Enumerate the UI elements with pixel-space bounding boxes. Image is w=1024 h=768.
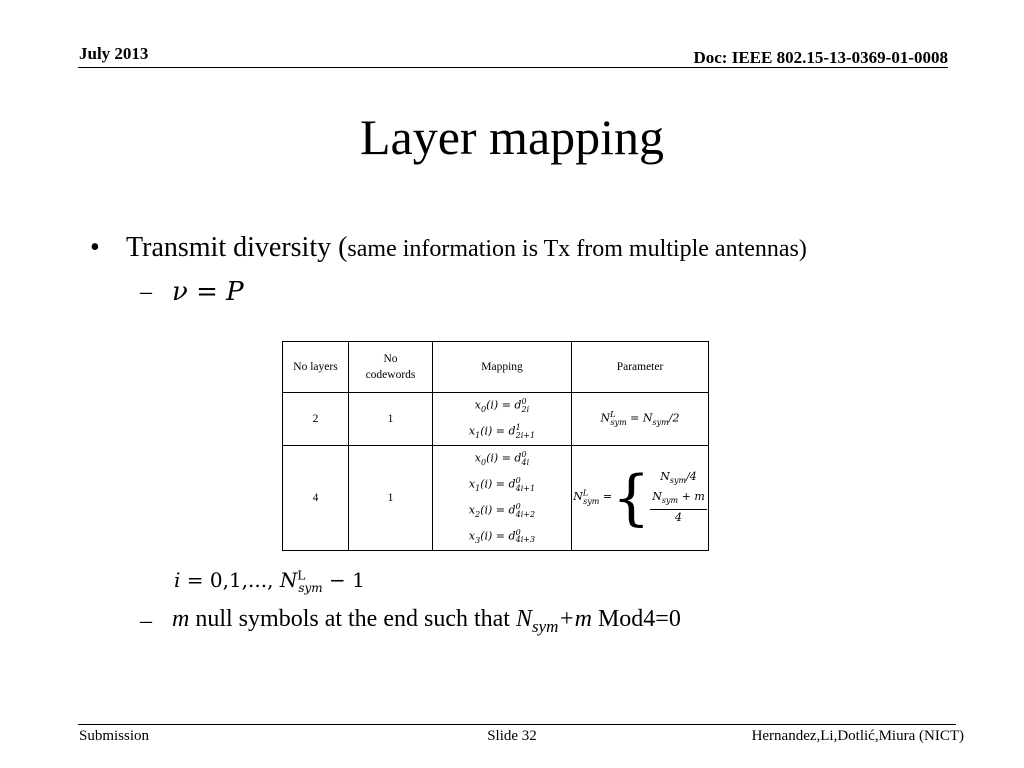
mapping-eq: x0(i) = d02i <box>474 397 530 414</box>
header-mapping: Mapping <box>432 341 572 393</box>
table-header-row: No layers No codewords Mapping Parameter <box>282 341 709 393</box>
slide-title: Layer mapping <box>359 109 665 165</box>
n-variable: N <box>515 606 532 632</box>
bullet-transmit-diversity: Transmit diversity (same information is … <box>126 232 807 264</box>
footer-submission: Submission <box>79 728 150 744</box>
sym-subscript: sym <box>531 616 559 636</box>
cell-parameter: NLsym = Nsym/2 <box>571 392 709 446</box>
header-no-layers: No layers <box>282 341 349 393</box>
header-doc-id: Doc: IEEE 802.15-13-0369-01-0008 <box>693 48 948 67</box>
mapping-eq: x0(i) = d04i <box>474 450 530 467</box>
null-symbols-text-2: Mod4=0 <box>591 606 681 632</box>
mapping-eq: x1(i) = d12i+1 <box>468 422 536 440</box>
null-symbols-text-1: null symbols at the end such that <box>189 606 516 632</box>
mapping-eq: x3(i) = d04i+3 <box>468 527 536 545</box>
table-row: 4 1 x0(i) = d04i x1(i) = d04i+1 x2(i) = … <box>282 444 709 551</box>
header-divider <box>78 67 948 68</box>
sub-bullet-marker: – <box>140 279 152 305</box>
null-symbols-text: m null symbols at the end such that Nsym… <box>172 606 681 637</box>
plus-m: +m <box>558 606 592 632</box>
cell-mapping: x0(i) = d02i x1(i) = d12i+1 <box>432 392 572 446</box>
m-variable: m <box>172 606 190 632</box>
cell-layers: 2 <box>282 392 349 446</box>
header-no-codewords-text: No codewords <box>365 353 416 381</box>
mapping-eq: x2(i) = d04i+2 <box>468 501 536 519</box>
header-no-codewords: No codewords <box>348 341 433 393</box>
bullet-main-text: Transmit diversity ( <box>126 232 348 263</box>
layer-mapping-table: No layers No codewords Mapping Parameter… <box>282 341 709 551</box>
cell-mapping: x0(i) = d04i x1(i) = d04i+1 x2(i) = d04i… <box>432 444 572 551</box>
index-range-equation: i = 0,1,..., NLsym − 1 <box>174 568 365 595</box>
cell-codewords: 1 <box>348 444 433 551</box>
footer-authors: Hernandez,Li,Dotlić,Miura (NICT) <box>751 728 964 744</box>
footer-slide-number: Slide 32 <box>487 728 537 744</box>
header-date: July 2013 <box>79 44 149 63</box>
sub-bullet-marker: – <box>140 608 152 634</box>
cell-layers: 4 <box>282 444 349 551</box>
table-row: 2 1 x0(i) = d02i x1(i) = d12i+1 NLsym = … <box>282 392 709 446</box>
bullet-detail-text: same information is Tx from multiple ant… <box>347 236 807 262</box>
equation-nu-equals-p: ν = P <box>172 277 244 307</box>
footer-divider <box>78 724 956 725</box>
left-brace: { <box>612 462 651 533</box>
mapping-eq: x1(i) = d04i+1 <box>468 475 536 493</box>
bullet-marker: • <box>90 232 100 263</box>
cell-codewords: 1 <box>348 392 433 446</box>
header-parameter: Parameter <box>571 341 709 393</box>
